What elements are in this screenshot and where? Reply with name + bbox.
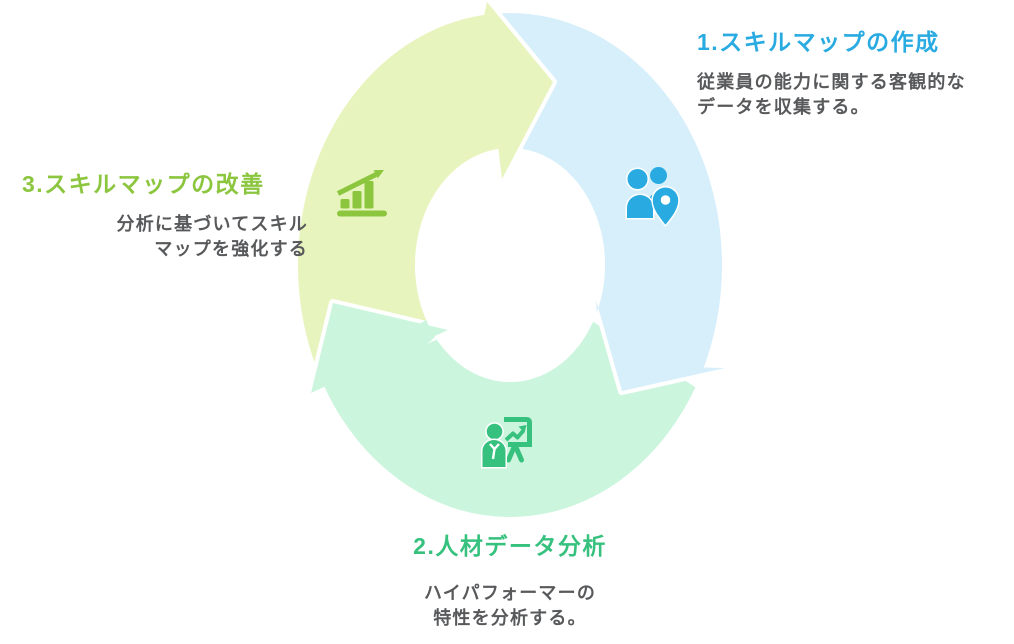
board-legs: [506, 442, 524, 463]
step2-title: 2.人材データ分析: [413, 533, 607, 559]
chart-trend-arrow-shaft: [336, 172, 378, 196]
chart-trend-arrow-head: [373, 170, 384, 179]
step2-label-block: 2.人材データ分析 ハイパフォーマーの 特性を分析する。: [357, 532, 663, 631]
step1-description-line1: 従業員の能力に関する客観的な: [697, 72, 966, 92]
step1-description: 従業員の能力に関する客観的な データを収集する。: [697, 70, 997, 120]
step3-arc-arrow: [294, 0, 557, 395]
presenter-head: [485, 422, 504, 441]
step3-description: 分析に基づいてスキル マップを強化する: [22, 212, 314, 262]
step3-title: 3.スキルマップの改善: [22, 171, 265, 197]
person-back-head: [650, 167, 667, 184]
chart-bar-medium: [352, 191, 362, 209]
presentation-board: [504, 417, 532, 447]
step3-description-line2: マップを強化する: [154, 239, 308, 259]
step2-arrow-head-joint: [322, 319, 436, 421]
step3-label-block: 3.スキルマップの改善 分析に基づいてスキル マップを強化する: [22, 170, 314, 262]
presenter-tie: [489, 443, 500, 460]
step2-description-line2: 特性を分析する。: [433, 608, 587, 628]
person-front-body: [625, 193, 655, 220]
step2-description: ハイパフォーマーの 特性を分析する。: [357, 581, 663, 631]
step3-description-line1: 分析に基づいてスキル: [116, 214, 308, 234]
step1-label-block: 1.スキルマップの作成 従業員の能力に関する客観的な データを収集する。: [697, 28, 997, 120]
board-growth-arrow-head: [518, 425, 527, 433]
step2-description-line1: ハイパフォーマーの: [423, 583, 597, 603]
location-pin-icon: [651, 185, 680, 228]
step1-description-line2: データを収集する。: [697, 97, 870, 117]
chart-bar-tall: [364, 181, 374, 209]
team-location-icon: [625, 167, 680, 228]
chart-baseline: [337, 210, 387, 217]
person-front-head: [626, 167, 649, 191]
presenter-growth-chart-icon: [481, 417, 532, 469]
step1-title: 1.スキルマップの作成: [697, 29, 940, 55]
board-growth-line: [504, 429, 525, 442]
bar-chart-rise-icon: [336, 170, 387, 217]
location-pin-hole: [660, 195, 671, 205]
step1-arc-arrow: [487, 9, 729, 395]
chart-bar-small: [340, 199, 350, 209]
